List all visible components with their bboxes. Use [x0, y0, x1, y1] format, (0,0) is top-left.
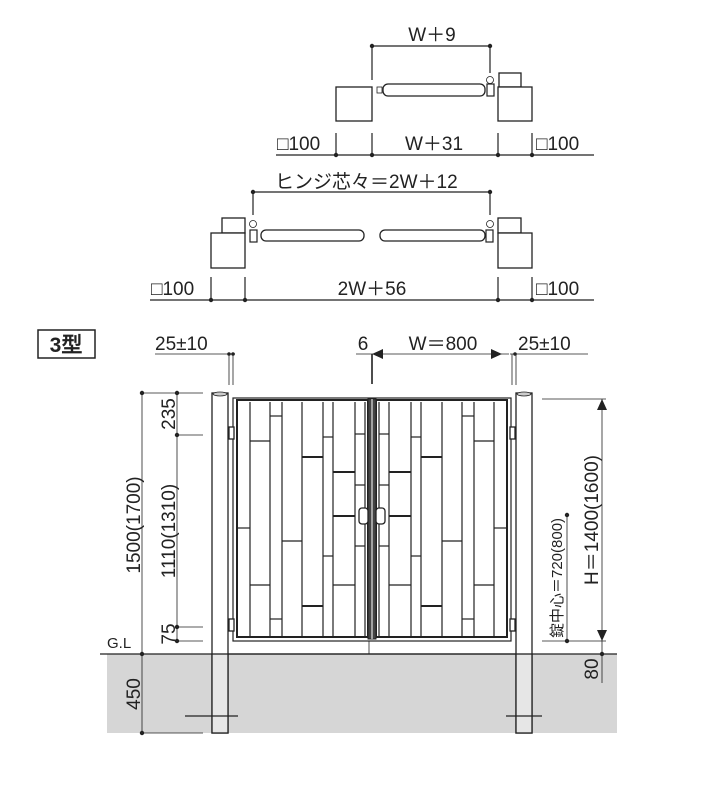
dim-ground-clearance: 80 — [582, 658, 603, 679]
post-left — [210, 232, 246, 269]
dim-hinge-center: ヒンジ芯々＝2W＋12 — [275, 171, 458, 193]
dim-w-plus-31: W＋31 — [405, 134, 463, 155]
post-right — [497, 86, 533, 122]
post-right — [497, 232, 533, 269]
dim-center-gap: 6 — [358, 334, 369, 355]
dim-total-height: 1500(1700) — [124, 476, 145, 573]
ground-level-label: G.L — [107, 635, 131, 652]
dim-gate-height: H＝1400(1600) — [582, 455, 603, 585]
ground — [107, 654, 617, 733]
hinge-icon — [249, 220, 257, 228]
type-label-box — [37, 329, 96, 359]
dim-bottom-offset: 75 — [159, 623, 180, 644]
dim-embed-depth: 450 — [124, 678, 145, 710]
gate-leaf-plan-left — [260, 229, 365, 242]
hinge-icon — [228, 426, 235, 440]
plan-double: ヒンジ芯々＝2W＋12 □100 2W＋56 □100 — [150, 171, 594, 303]
handle-left[interactable] — [358, 507, 369, 525]
handle-right[interactable] — [375, 507, 386, 525]
plan-single: W＋9 □100 W＋31 □100 — [276, 25, 594, 158]
post-size-left: □100 — [151, 279, 194, 300]
hinge-icon — [228, 618, 235, 632]
hinge-icon — [509, 426, 516, 440]
dim-gap-right: 25±10 — [518, 334, 571, 355]
dim-gap-left: 25±10 — [155, 334, 208, 355]
gate-leaves — [228, 397, 516, 655]
dim-top-offset: 235 — [159, 398, 180, 430]
dim-lock-center: 錠中心＝720(800) — [549, 518, 566, 638]
post-left — [335, 86, 373, 122]
post-size-right: □100 — [536, 279, 579, 300]
hinge-icon — [486, 220, 494, 228]
dim-mid-height: 1110(1310) — [159, 484, 180, 578]
gate-leaf-plan-right — [379, 229, 486, 242]
dim-2w-plus-56: 2W＋56 — [338, 279, 407, 300]
hinge-icon — [509, 618, 516, 632]
post-size-right: □100 — [536, 134, 579, 155]
post-size-left: □100 — [277, 134, 320, 155]
gate-leaf-plan — [382, 83, 486, 97]
dim-w-plus-9: W＋9 — [408, 25, 456, 46]
elevation: 3型 25±10 6 W＝800 25±10 — [37, 329, 617, 736]
hinge-icon — [486, 76, 494, 84]
dim-width: W＝800 — [409, 334, 478, 355]
type-label: 3型 — [50, 334, 83, 357]
